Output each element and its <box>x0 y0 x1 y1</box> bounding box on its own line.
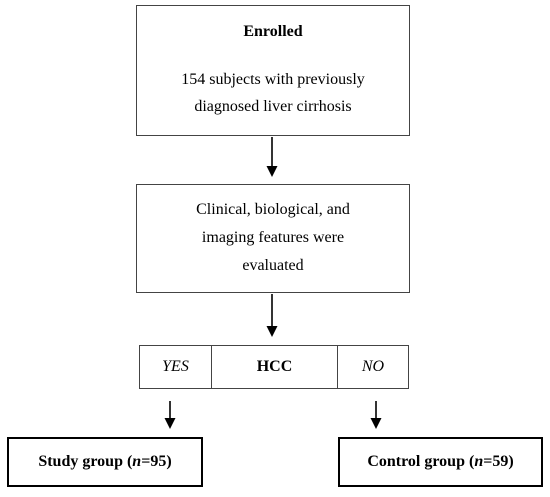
control-group-box: Control group (n=59) <box>338 437 543 487</box>
control-group-prefix: Control group ( <box>367 453 475 470</box>
hcc-no-cell: NO <box>361 358 385 375</box>
control-group-n-symbol: n <box>474 453 484 470</box>
arrow-yes-to-study-group <box>164 401 176 429</box>
study-group-n-symbol: n <box>132 453 142 470</box>
evaluation-box: Clinical, biological, and imaging featur… <box>136 184 410 293</box>
study-group-prefix: Study group ( <box>38 453 133 470</box>
enrolled-box: Enrolled 154 subjects with previously di… <box>136 5 410 136</box>
arrow-no-to-control-group <box>370 401 382 429</box>
hcc-decision-row: YES HCC NO <box>139 345 409 389</box>
evaluation-description: Clinical, biological, and imaging featur… <box>137 196 409 280</box>
hcc-yes-cell: YES <box>140 346 212 388</box>
enrolled-description: 154 subjects with previously diagnosed l… <box>137 66 409 120</box>
control-group-suffix: =59) <box>483 453 514 470</box>
hcc-label-cell: HCC <box>212 346 338 388</box>
study-group-suffix: =95) <box>141 453 172 470</box>
evaluation-line-2: imaging features were <box>201 229 345 246</box>
study-group-box: Study group (n=95) <box>7 437 203 487</box>
evaluation-line-1: Clinical, biological, and <box>196 201 350 218</box>
arrow-evaluation-to-hcc <box>266 294 278 337</box>
evaluation-line-3: evaluated <box>242 257 304 274</box>
enrolled-line-1: 154 subjects with previously <box>181 71 365 88</box>
enrolled-title: Enrolled <box>243 23 303 40</box>
arrow-enrolled-to-evaluation <box>266 137 278 177</box>
enrolled-line-2: diagnosed liver cirrhosis <box>194 98 352 115</box>
